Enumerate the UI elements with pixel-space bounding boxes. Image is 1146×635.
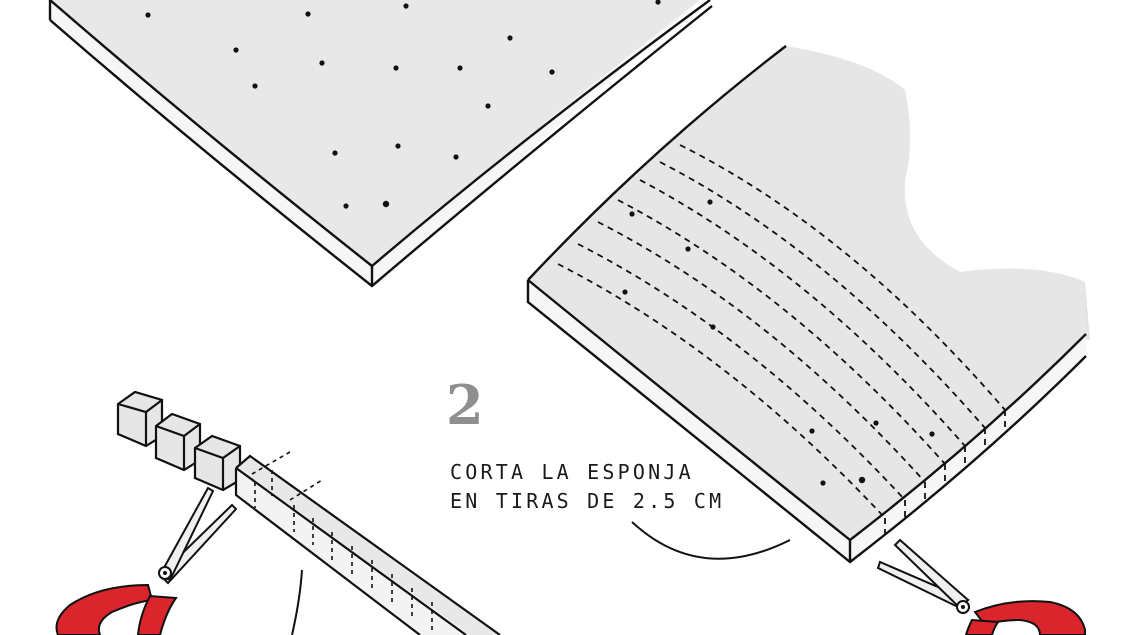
step-caption: CORTA LA ESPONJA EN TIRAS DE 2.5 CM	[450, 458, 724, 516]
sponge-cube-2	[156, 414, 200, 470]
step-number: 2	[446, 378, 484, 432]
caption-line-2: EN TIRAS DE 2.5 CM	[450, 489, 724, 513]
scissors-icon	[57, 488, 237, 635]
caption-line-1: CORTA LA ESPONJA	[450, 460, 694, 484]
scissors-icon-right	[878, 540, 1085, 635]
pointer-curve-left	[292, 570, 302, 635]
pointer-curve	[632, 522, 790, 559]
sponge-cube-3	[195, 436, 240, 490]
